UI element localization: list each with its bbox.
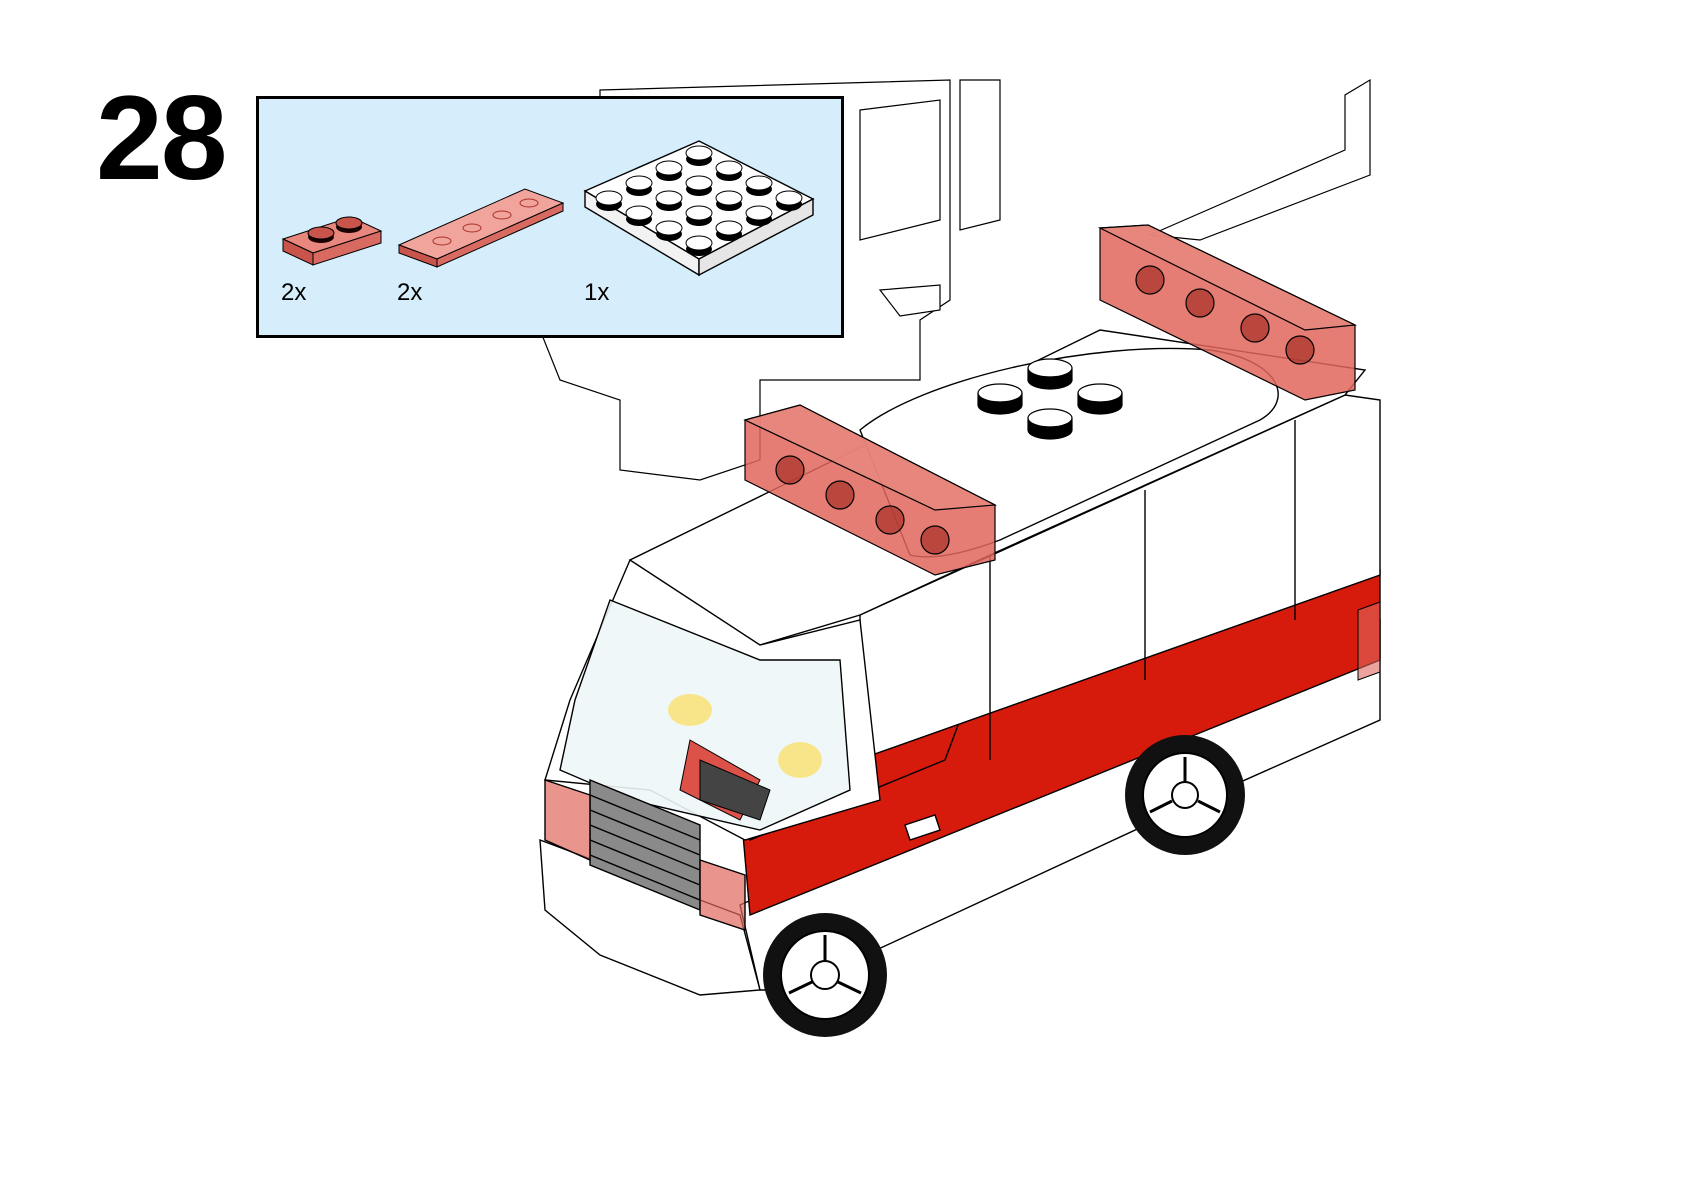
light-bar-rear: [1097, 224, 1358, 401]
roof-studs: [977, 358, 1123, 440]
part-quantity-plate-1x2: 2x: [281, 279, 307, 306]
part-quantity-tile-1x4: 2x: [397, 279, 423, 306]
part-plate-1x2: [281, 209, 391, 269]
headlight-left: [544, 779, 591, 862]
part-tile-1x4: [397, 177, 567, 268]
door-handle: [904, 814, 941, 841]
step-number: 28: [96, 71, 227, 205]
parts-list-panel: 2x 2x: [256, 96, 844, 338]
light-bar-front: [743, 404, 998, 576]
part-quantity-plate-4x4: 1x: [584, 279, 610, 306]
part-plate-4x4: [581, 119, 817, 279]
figures: [668, 694, 822, 821]
plate-1x2-graphic: [281, 216, 383, 266]
headlight-right: [699, 859, 746, 931]
plate-4x4-graphic: [583, 140, 815, 277]
wheel-front: [763, 913, 887, 1037]
rear-marker-light: [1357, 601, 1381, 681]
wheel-rear: [1125, 735, 1245, 855]
tile-1x4-graphic: [397, 188, 565, 268]
